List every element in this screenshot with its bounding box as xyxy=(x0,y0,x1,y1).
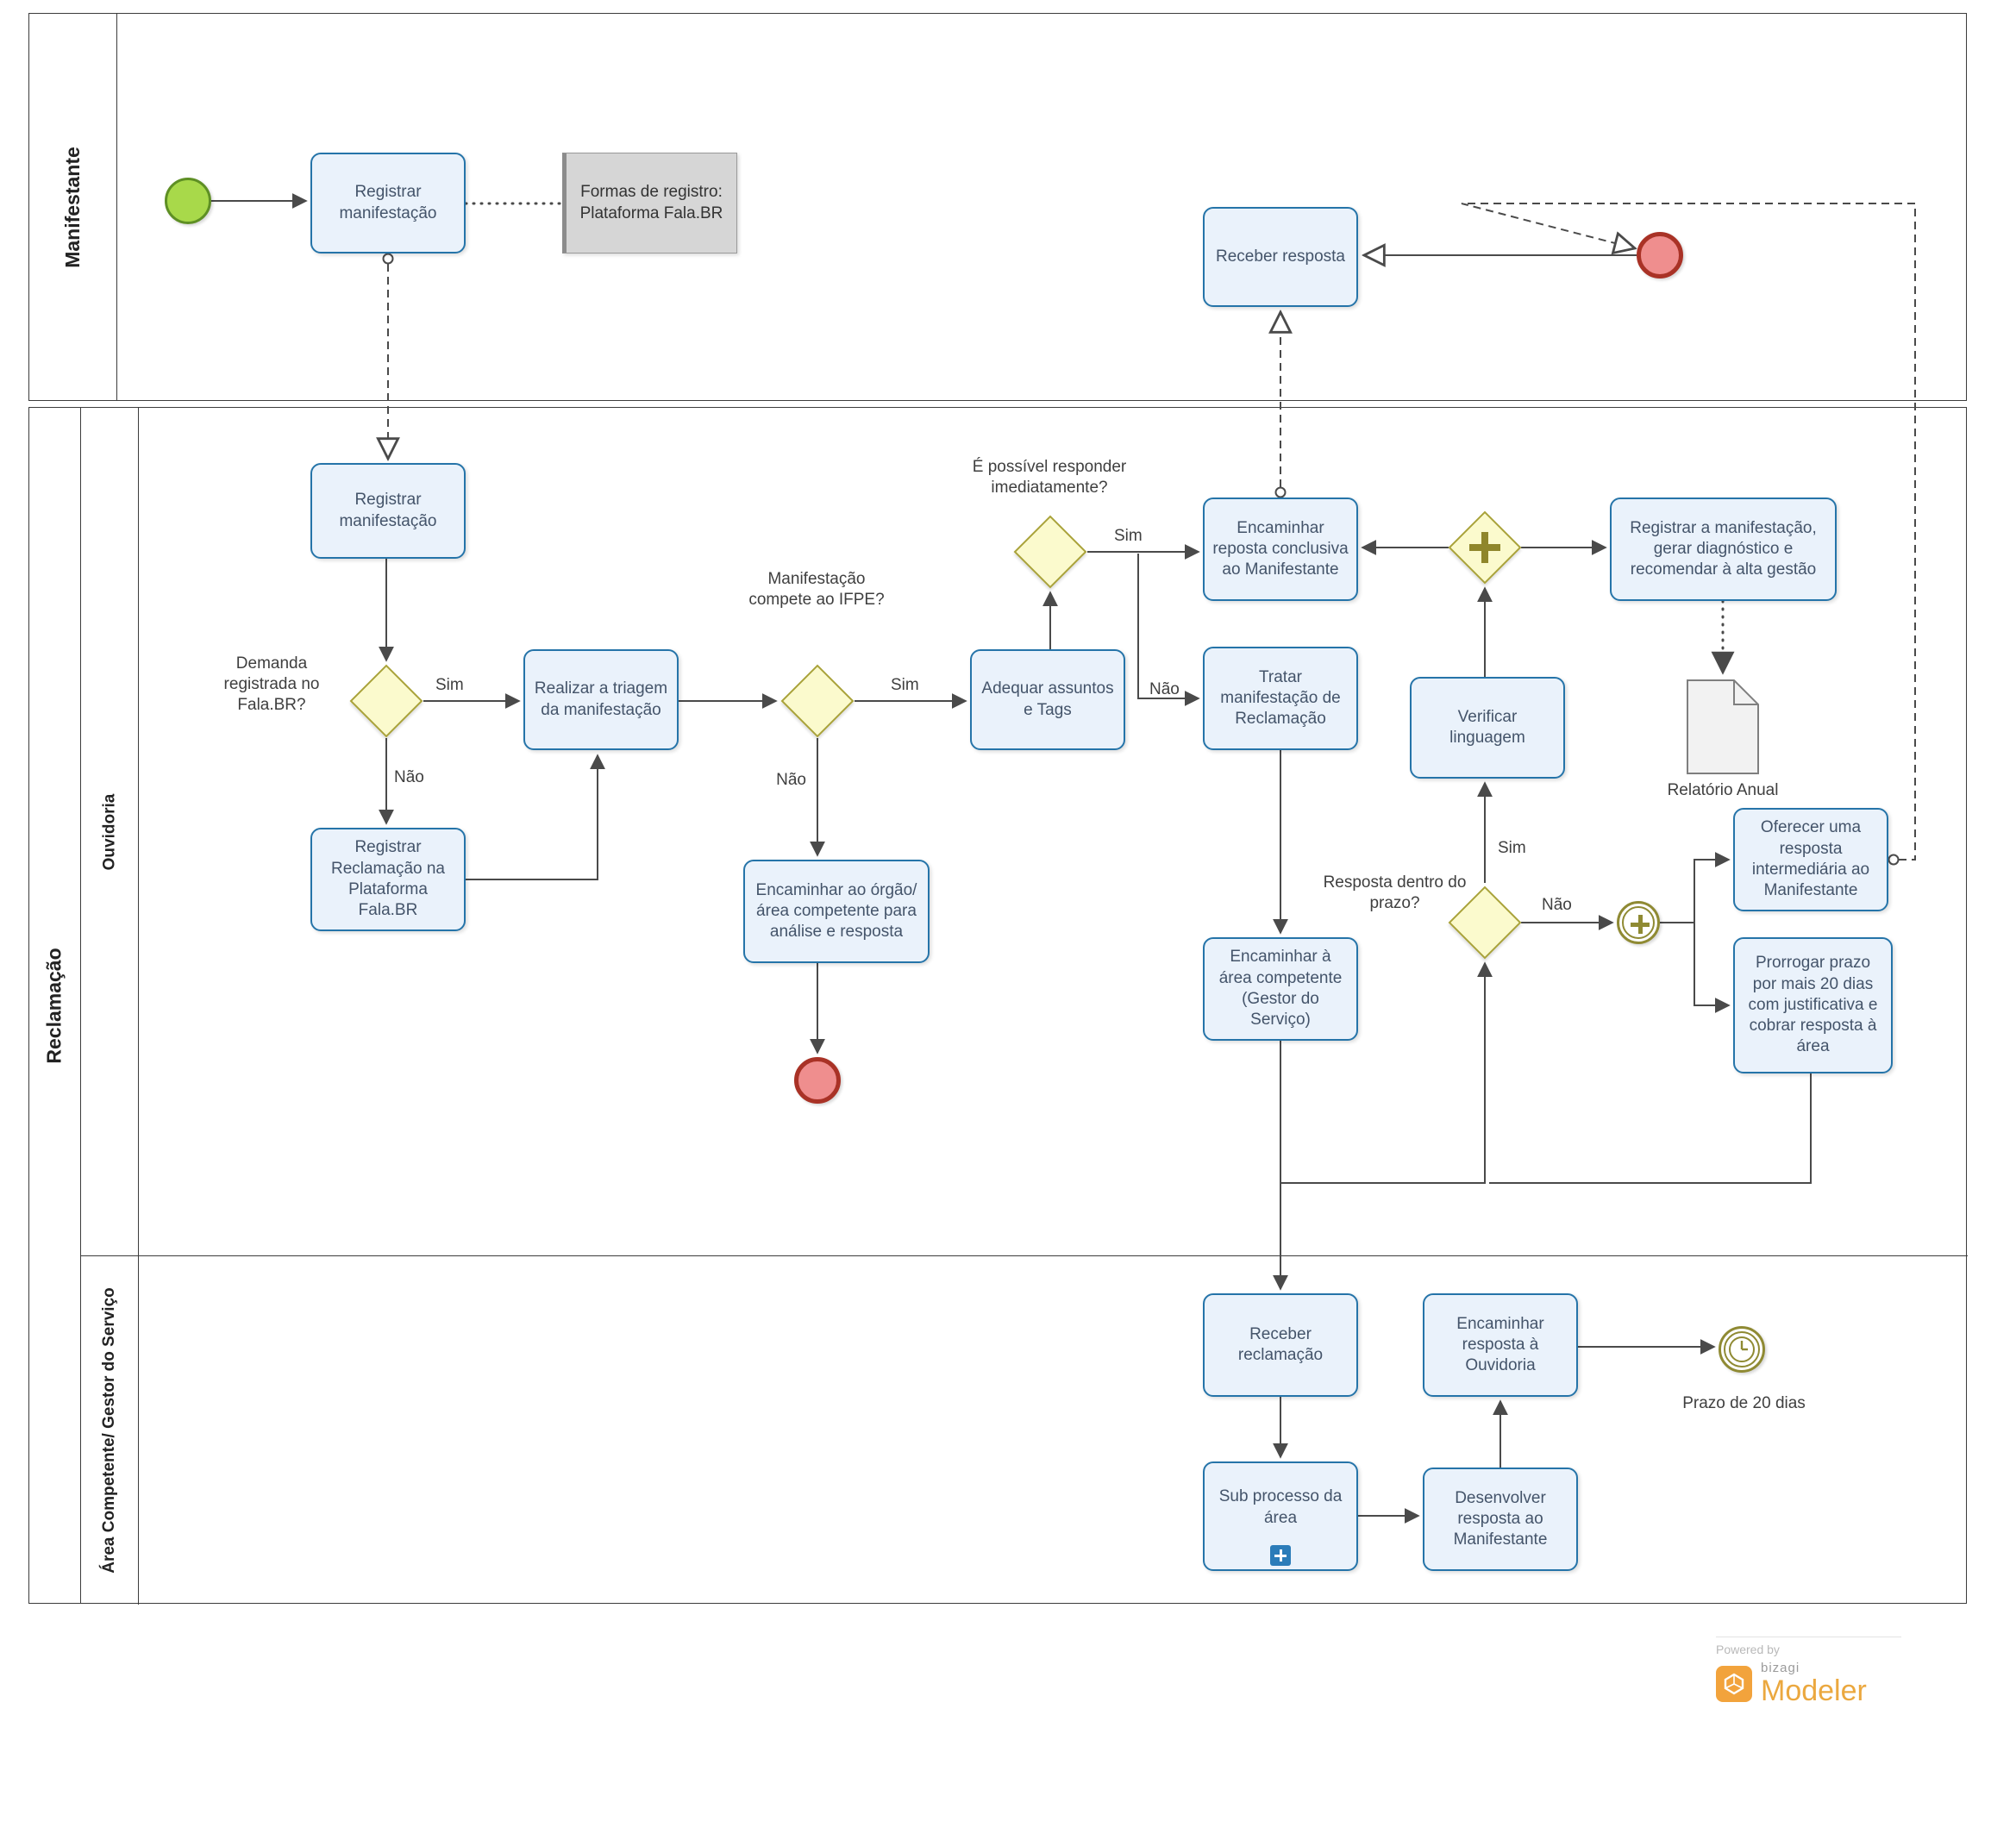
flow-gw-imediato-nao xyxy=(1137,554,1200,706)
edge-label-sim-compete: Sim xyxy=(891,676,919,694)
msg-start-dot-3 xyxy=(1888,854,1900,866)
flow-prorrogar-loop xyxy=(1489,1073,1812,1184)
powered-by-label: Powered by xyxy=(1716,1637,1901,1656)
edge-label-nao-prazo: Não xyxy=(1542,896,1572,914)
task-encaminhar-orgao[interactable]: Encaminhar ao órgão/área competente para… xyxy=(743,860,930,963)
task-verificar-linguagem[interactable]: Verificar linguagem xyxy=(1410,677,1565,779)
task-encaminhar-ouvidoria[interactable]: Encaminhar resposta à Ouvidoria xyxy=(1423,1293,1578,1397)
msg-start-dot-1 xyxy=(382,253,394,265)
timer-event[interactable] xyxy=(1719,1326,1765,1373)
flow-plus-to-prorrogar xyxy=(1694,923,1731,1013)
task-registrar-manifestacao-top[interactable]: Registrar manifestação xyxy=(310,153,466,253)
gateway-label-demanda: Demanda registrada no Fala.BR? xyxy=(223,654,320,714)
task-encaminhar-area[interactable]: Encaminhar à área competente (Gestor do … xyxy=(1203,937,1358,1041)
msg-oferecer-to-manifestante xyxy=(1461,203,1916,861)
task-realizar-triagem[interactable]: Realizar a triagem da manifestação xyxy=(523,649,679,750)
document-label: Relatório Anual xyxy=(1667,781,1779,799)
task-oferecer-resposta[interactable]: Oferecer uma resposta intermediária ao M… xyxy=(1733,808,1888,911)
task-receber-resposta[interactable]: Receber resposta xyxy=(1203,207,1358,307)
intermediate-plus-event[interactable] xyxy=(1617,901,1660,944)
annotation-formas-registro: Formas de registro: Plataforma Fala.BR xyxy=(562,153,737,253)
gateway-label-ifpe: Manifestação compete ao IFPE? xyxy=(748,570,885,609)
timer-icon xyxy=(1729,1336,1755,1362)
task-adequar-assuntos[interactable]: Adequar assuntos e Tags xyxy=(970,649,1125,750)
gateway-label-prazo: Resposta dentro do prazo? xyxy=(1323,873,1467,912)
lane-divider xyxy=(81,1255,1968,1256)
lane-ouvidoria-band: Ouvidoria xyxy=(81,408,139,1255)
end-event-manifestante[interactable] xyxy=(1637,232,1683,279)
flow-area-to-gw-prazo xyxy=(1280,961,1493,1184)
pool-reclamacao-band: Reclamação xyxy=(29,408,81,1603)
task-desenvolver-resposta[interactable]: Desenvolver resposta ao Manifestante xyxy=(1423,1468,1578,1571)
lane-area-band: Área Competente/ Gestor do Serviço xyxy=(81,1255,139,1605)
edge-label-nao-imediato: Não xyxy=(1149,680,1180,698)
edge-label-nao-demanda: Não xyxy=(394,768,424,786)
task-encaminhar-conclusiva[interactable]: Encaminhar reposta conclusiva ao Manifes… xyxy=(1203,498,1358,601)
pool-manifestante-band: Manifestante xyxy=(29,14,117,400)
timer-label: Prazo de 20 dias xyxy=(1682,1394,1806,1412)
plus-icon xyxy=(1631,915,1650,934)
pool-reclamacao: Reclamação Ouvidoria Área Competente/ Ge… xyxy=(28,407,1968,1605)
bizagi-brand-label: bizagi xyxy=(1761,1661,1800,1675)
bizagi-logo-icon xyxy=(1716,1665,1752,1702)
flow-reclamacao-to-triagem xyxy=(466,754,605,880)
end-event-nao-compete[interactable] xyxy=(794,1057,841,1104)
subprocess-expand-icon[interactable] xyxy=(1270,1545,1291,1566)
timer-ring xyxy=(1724,1331,1760,1367)
gateway-label-imediato: É possível responder imediatamente? xyxy=(972,458,1127,497)
task-receber-reclamacao[interactable]: Receber reclamação xyxy=(1203,1293,1358,1397)
msg-start-dot-2 xyxy=(1274,486,1287,498)
task-registrar-reclamacao[interactable]: Registrar Reclamação na Plataforma Fala.… xyxy=(310,828,466,931)
edge-label-sim-imediato: Sim xyxy=(1114,527,1143,545)
start-event[interactable] xyxy=(165,178,211,224)
parallel-plus-icon xyxy=(1468,530,1502,565)
edge-label-nao-compete: Não xyxy=(776,771,806,789)
flow-plus-to-oferecer xyxy=(1660,852,1731,923)
plus-event-ring xyxy=(1622,906,1655,939)
bizagi-watermark: Powered by bizagi Modeler xyxy=(1716,1637,1901,1705)
edge-label-sim-demanda: Sim xyxy=(435,676,464,694)
task-tratar-manifestacao[interactable]: Tratar manifestação de Reclamação xyxy=(1203,647,1358,750)
task-registrar-diagnostico[interactable]: Registrar a manifestação, gerar diagnóst… xyxy=(1610,498,1837,601)
document-icon[interactable] xyxy=(1687,679,1759,779)
modeler-product-label: Modeler xyxy=(1761,1674,1867,1707)
task-prorrogar-prazo[interactable]: Prorrogar prazo por mais 20 dias com jus… xyxy=(1733,937,1893,1073)
task-registrar-manifestacao-lane[interactable]: Registrar manifestação xyxy=(310,463,466,559)
edge-label-sim-prazo: Sim xyxy=(1498,839,1526,857)
